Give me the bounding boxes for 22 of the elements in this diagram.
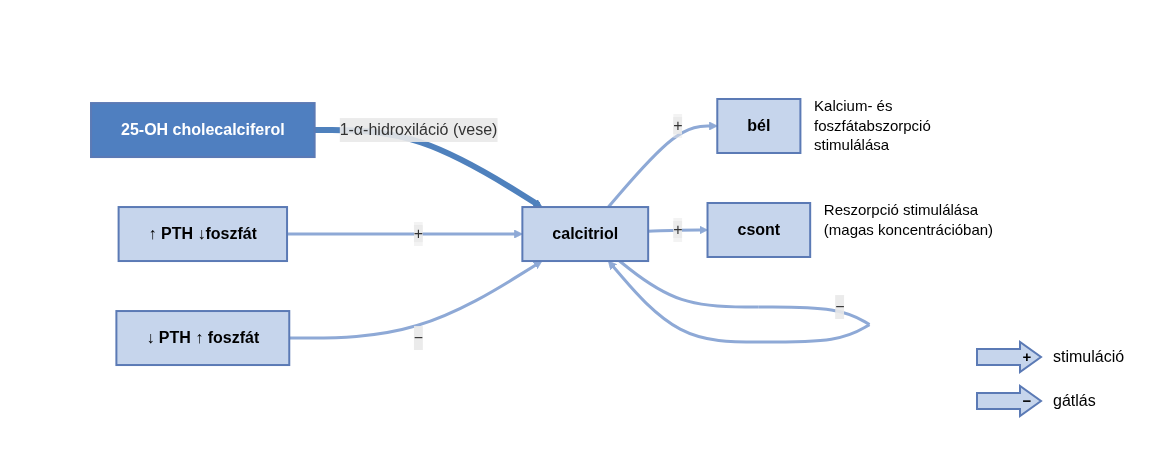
node-box: calcitriol <box>521 206 649 263</box>
legend-text: stimuláció <box>1053 348 1125 366</box>
node-box: bél <box>715 98 802 155</box>
node-box: ↓ PTH ↑ foszfát <box>115 310 290 367</box>
node-caption: Kalcium- és foszfátabszorpció stimulálása <box>814 96 932 155</box>
arrow-icon: − <box>975 384 1045 418</box>
edge-label: + <box>672 221 683 239</box>
arrow-icon: + <box>975 340 1045 374</box>
edge-label: 1-α-hidroxiláció (vese) <box>339 121 498 139</box>
edge-label: − <box>413 329 423 347</box>
legend-text: gátlás <box>1053 392 1096 410</box>
edge-label: + <box>672 117 683 135</box>
arrow <box>288 261 543 340</box>
arrow <box>647 226 708 235</box>
arrow <box>607 260 870 345</box>
edge-label: − <box>834 298 845 316</box>
node-box: 25-OH cholecalciferol <box>89 102 316 159</box>
node-box: csont <box>706 202 811 259</box>
node-box: ↑ PTH ↓foszfát <box>117 206 288 263</box>
arrow <box>286 230 523 239</box>
node-caption: Reszorpció stimulálása (magas koncentrációban) <box>823 200 994 240</box>
edge-label: + <box>413 225 423 243</box>
